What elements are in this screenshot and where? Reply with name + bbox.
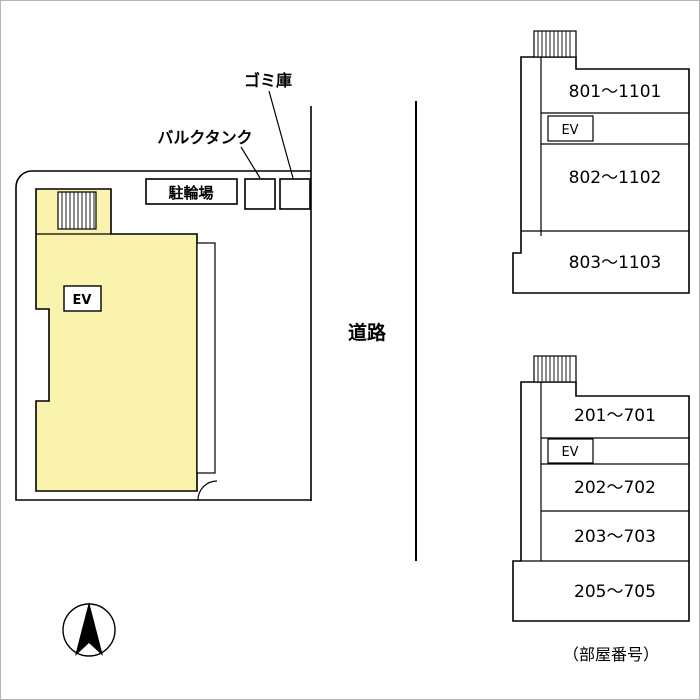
bicycle-parking-box [145,178,238,205]
lower-floor-diagram: EV 201〜701 202〜702 203〜703 205〜705 [512,355,690,622]
lower-room-2: 202〜702 [574,478,656,498]
bulk-tank-label: バルクタンク [157,128,252,147]
lower-room-3: 203〜703 [574,527,656,547]
upper-floor-diagram: EV 801〜1101 802〜1102 803〜1103 [512,30,690,294]
bicycle-parking-label: 駐輪場 [168,184,213,202]
upper-stairs-icon [533,30,577,58]
upper-ev-label: EV [561,123,578,138]
entrance-arc [197,480,218,501]
lower-ev-box [547,438,594,464]
lower-ev-label: EV [561,445,578,460]
bulk-tank-leader-line [240,146,261,179]
upper-room-2: 802〜1102 [569,168,662,188]
lower-room-1: 201〜701 [574,406,656,426]
site-boundary [15,170,311,501]
site-ev-box [63,285,102,312]
upper-ev-box [547,115,594,142]
garbage-store-box [279,178,311,210]
balcony-strip [196,242,216,474]
upper-room-3: 803〜1103 [569,253,662,273]
north-compass-icon [62,602,116,657]
bulk-tank-box [244,178,276,210]
lower-room-4: 205〜705 [574,582,656,602]
garbage-store-label: ゴミ庫 [244,71,292,90]
building-footprint [35,188,198,492]
site-stairs-icon [57,191,97,230]
road-label: 道路 [348,321,387,344]
garbage-store-leader-line [268,90,294,179]
site-plan: EV 駐輪場 ゴミ庫 バルクタンク 道路 [15,71,417,561]
upper-room-1: 801〜1101 [569,82,662,102]
room-number-caption: （部屋番号） [563,645,659,664]
site-ev-label: EV [73,293,92,308]
lower-stairs-icon [533,355,577,383]
